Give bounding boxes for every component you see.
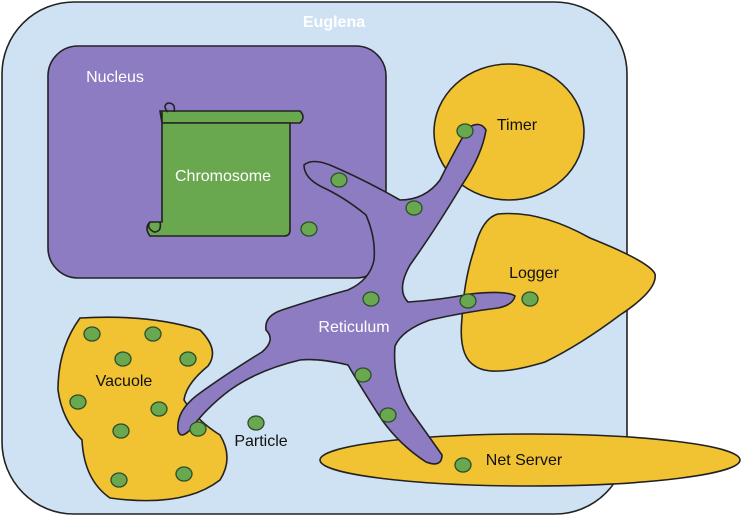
particles (69, 123, 539, 488)
nucleus-label: Nucleus (86, 69, 144, 86)
particle (456, 123, 474, 139)
logger-label: Logger (509, 265, 559, 282)
reticulum (177, 123, 516, 465)
net-server-label: Net Server (486, 452, 563, 469)
particle-label: Particle (234, 433, 287, 450)
chromosome-label: Chromosome (175, 168, 271, 185)
chromosome: Chromosome (146, 102, 304, 237)
particle (144, 326, 162, 342)
particle (300, 221, 318, 237)
particle (69, 394, 87, 410)
particle (379, 407, 397, 423)
particle (405, 200, 423, 216)
particle (83, 326, 101, 342)
particle (175, 466, 193, 482)
particle (110, 472, 128, 488)
logger (460, 212, 656, 372)
particle (247, 415, 265, 431)
cell-title: Euglena (303, 14, 365, 31)
particle (354, 367, 372, 383)
particle (330, 172, 348, 188)
particle (112, 423, 130, 439)
particle (179, 351, 197, 367)
particle (189, 421, 207, 437)
particle (454, 457, 472, 473)
vacuole-label: Vacuole (96, 373, 153, 390)
reticulum-label: Reticulum (318, 319, 389, 336)
particle (114, 351, 132, 367)
timer-label: Timer (497, 117, 538, 134)
particle (362, 291, 380, 307)
particle (150, 401, 168, 417)
particle (459, 293, 477, 309)
particle (521, 291, 539, 307)
